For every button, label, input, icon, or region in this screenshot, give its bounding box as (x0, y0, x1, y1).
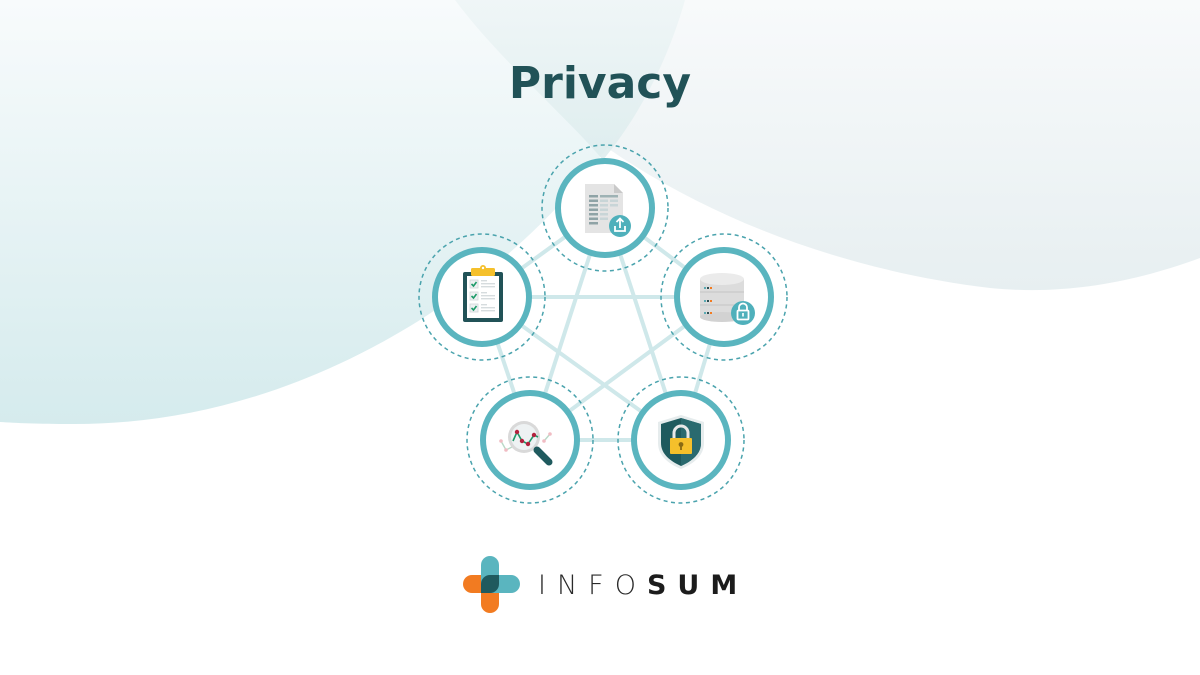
logo-text-info: INFO (538, 569, 647, 601)
magnifier-chart-icon (499, 421, 553, 466)
clipboard-checklist-icon (463, 265, 503, 322)
node-spreadsheet-upload (541, 144, 669, 272)
node-shield-lock (617, 376, 745, 504)
page-title: Privacy (508, 58, 692, 109)
bg-left-blob (0, 0, 685, 425)
node-magnifier-chart (466, 376, 594, 504)
database-lock-icon (700, 273, 755, 325)
infosum-cross-icon (463, 556, 520, 613)
logo-text-sum: SUM (646, 569, 749, 601)
node-database-lock (660, 233, 788, 361)
node-clipboard-checklist (418, 233, 546, 361)
spreadsheet-upload-icon (585, 184, 631, 237)
bg-overlap (455, 0, 685, 160)
shield-lock-icon (658, 415, 704, 469)
